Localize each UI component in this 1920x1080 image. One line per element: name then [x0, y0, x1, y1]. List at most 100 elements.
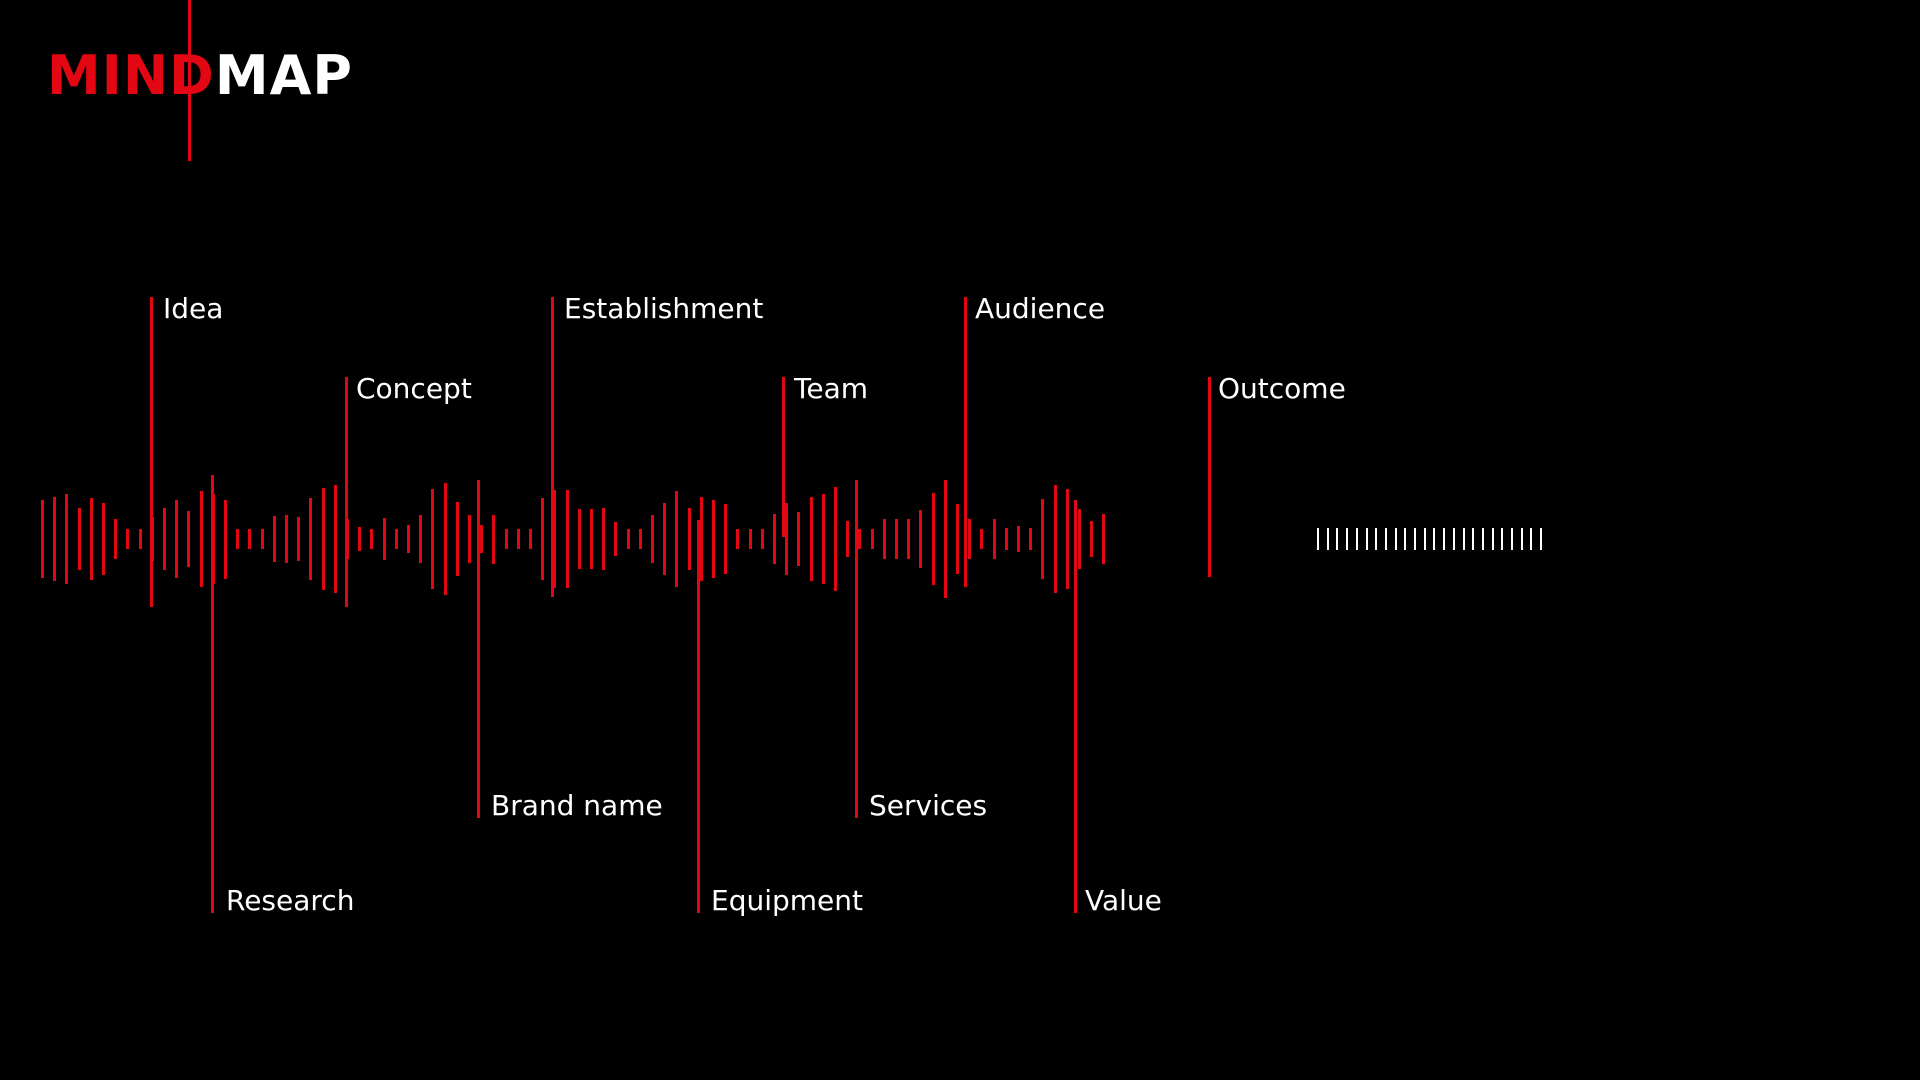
- node-connector-audience: [964, 297, 967, 587]
- waveform-bar: [992, 518, 996, 560]
- waveform-tick: [1540, 528, 1543, 550]
- waveform-bar: [455, 501, 459, 577]
- waveform-bar: [919, 510, 923, 569]
- waveform-bar: [468, 515, 471, 563]
- node-connector-equipment: [697, 520, 700, 913]
- waveform-tick: [1511, 528, 1513, 550]
- waveform-bar: [565, 490, 569, 588]
- waveform-bar: [943, 480, 947, 598]
- waveform-bar: [77, 508, 81, 570]
- waveform-tick: [1317, 528, 1319, 550]
- waveform-bar: [699, 497, 703, 581]
- node-connector-team: [782, 377, 785, 537]
- waveform-tick: [1365, 528, 1368, 550]
- node-connector-establishment: [551, 297, 554, 597]
- waveform-bar: [187, 510, 191, 568]
- waveform-bar: [163, 508, 166, 570]
- node-connector-value: [1074, 500, 1077, 913]
- waveform-bar: [394, 528, 398, 550]
- waveform-bar: [480, 524, 484, 554]
- node-connector-services: [855, 480, 858, 818]
- waveform-bar: [297, 516, 301, 562]
- title-map: MAP: [214, 44, 353, 107]
- waveform-bar: [870, 529, 874, 549]
- waveform-tick: [1481, 528, 1484, 550]
- waveform-bar: [333, 485, 337, 593]
- waveform-tick: [1491, 528, 1494, 550]
- waveform-tick: [1375, 528, 1378, 550]
- node-label-equipment: Equipment: [711, 884, 863, 917]
- waveform-bar: [504, 529, 508, 549]
- waveform-tick: [1462, 528, 1465, 550]
- waveform-bar: [224, 499, 227, 579]
- waveform-bar: [321, 488, 325, 590]
- waveform-bar: [248, 529, 252, 549]
- waveform-tick: [1346, 528, 1349, 550]
- waveform-bar: [175, 500, 179, 578]
- node-label-services: Services: [869, 789, 988, 822]
- waveform-tick: [1384, 528, 1387, 550]
- node-label-establishment: Establishment: [564, 292, 764, 325]
- waveform-bar: [114, 519, 118, 559]
- node-connector-research: [211, 475, 214, 913]
- waveform-bar: [1102, 514, 1106, 564]
- waveform-tick: [1472, 528, 1475, 550]
- waveform-tick: [1452, 528, 1455, 550]
- waveform-bar: [980, 529, 984, 549]
- waveform-bar: [760, 529, 764, 549]
- waveform-bar: [443, 482, 447, 596]
- waveform-tick: [1394, 528, 1397, 550]
- waveform-bar: [309, 497, 313, 581]
- waveform-bar: [809, 497, 813, 581]
- waveform-bar: [358, 526, 362, 552]
- waveform-bar: [126, 529, 130, 549]
- waveform-bar: [236, 529, 240, 549]
- waveform-bar: [858, 529, 862, 549]
- waveform-tick: [1326, 528, 1329, 550]
- waveform-bar: [65, 493, 69, 585]
- waveform-tick: [1520, 528, 1523, 550]
- waveform-bar: [882, 519, 886, 559]
- waveform-bar: [602, 508, 606, 570]
- waveform-bar: [1004, 528, 1008, 550]
- waveform-bar: [492, 514, 496, 564]
- node-label-idea: Idea: [163, 292, 224, 325]
- waveform-bar: [1090, 520, 1094, 558]
- waveform-bar: [968, 518, 972, 559]
- waveform-tick: [1336, 528, 1339, 550]
- waveform-bar: [1017, 525, 1020, 553]
- waveform-bar: [663, 502, 667, 576]
- waveform-bar: [577, 508, 581, 570]
- waveform-bar: [773, 513, 776, 565]
- waveform-bar: [846, 520, 850, 558]
- waveform-bar: [1053, 485, 1057, 593]
- waveform-bar: [541, 498, 545, 580]
- node-label-value: Value: [1085, 884, 1162, 917]
- waveform-bar: [785, 503, 789, 576]
- waveform-bar: [724, 504, 728, 574]
- waveform-bar: [272, 515, 276, 563]
- waveform-bar: [736, 529, 740, 549]
- waveform-tick: [1404, 528, 1407, 550]
- waveform-bar: [1041, 498, 1045, 580]
- waveform-bar: [138, 529, 142, 549]
- node-connector-outcome: [1208, 377, 1211, 577]
- waveform-bar: [382, 517, 386, 561]
- waveform-bar: [260, 529, 264, 549]
- waveform-tick: [1433, 528, 1436, 550]
- waveform-bar: [89, 497, 93, 581]
- waveform-bar: [1078, 508, 1081, 570]
- waveform-bar: [431, 488, 435, 589]
- waveform-bar: [675, 491, 679, 588]
- waveform-bar: [553, 490, 557, 588]
- node-label-team: Team: [794, 372, 869, 405]
- waveform-bar: [931, 492, 935, 586]
- waveform-bar: [651, 514, 654, 564]
- waveform-bar: [712, 500, 715, 578]
- waveform-tick: [1530, 528, 1533, 550]
- waveform-bar: [687, 508, 691, 570]
- waveform-tick: [1423, 528, 1426, 550]
- title-divider: [188, 0, 191, 161]
- waveform-bar: [614, 522, 618, 556]
